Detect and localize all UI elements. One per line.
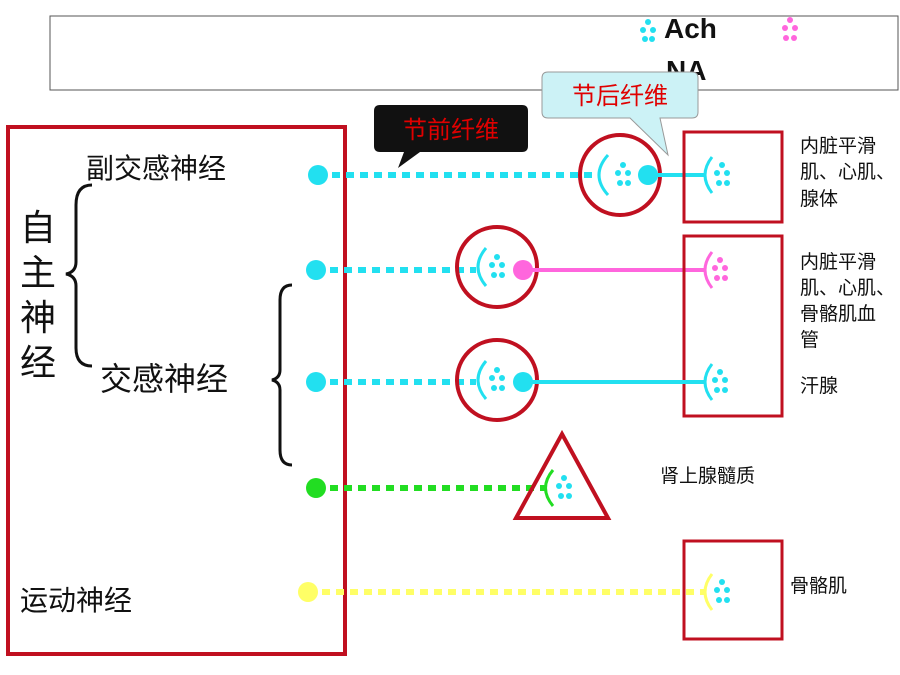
ach-label: Ach xyxy=(664,13,717,44)
sympathetic-label: 交感神经 xyxy=(100,360,228,398)
symp-target-line-3: 骨骼肌血 xyxy=(800,303,876,325)
skeletal-muscle-box xyxy=(682,539,784,641)
symp-target-line-2: 肌、心肌、 xyxy=(800,277,895,299)
skeletal-muscle-label: 骨骼肌 xyxy=(790,575,847,597)
ach-receptor-icon xyxy=(640,19,656,42)
symp-target-box xyxy=(682,234,784,418)
para-target-line-1: 内脏平滑 xyxy=(800,135,876,157)
para-target-receptor-icon xyxy=(714,162,730,186)
symp-target-line-1: 内脏平滑 xyxy=(800,251,876,273)
autonomic-brace xyxy=(65,183,93,368)
symp-ach-target-synapse xyxy=(703,363,714,401)
adrenal-medulla-label: 肾上腺髓质 xyxy=(660,465,755,487)
symp-na-preganglionic-neuron xyxy=(306,260,326,280)
parasympathetic-label: 副交感神经 xyxy=(86,152,226,185)
symp-ach-ganglion-receptor-icon xyxy=(489,367,505,391)
motor-neuron xyxy=(298,582,318,602)
autonomic-label-4: 经 xyxy=(20,343,56,384)
symp-na-ganglion xyxy=(455,225,539,309)
autonomic-label-1: 自 xyxy=(20,208,56,249)
postganglionic-label: 节后纤维 xyxy=(572,82,668,110)
symp-na-target-receptor-icon xyxy=(712,257,728,281)
preganglionic-callout: 节前纤维 xyxy=(374,105,528,168)
sweat-gland-label: 汗腺 xyxy=(800,375,838,397)
na-receptor-icon xyxy=(782,17,798,41)
adrenal-preganglionic-neuron xyxy=(306,478,326,498)
para-ganglion-receptor-icon xyxy=(615,162,631,186)
para-target-line-2: 肌、心肌、 xyxy=(800,161,895,183)
adrenal-receptor-icon xyxy=(556,475,572,499)
autonomic-label-2: 主 xyxy=(20,253,56,294)
cns-frame xyxy=(6,125,347,656)
symp-ach-ganglion-synapse xyxy=(476,360,488,400)
symp-na-ganglion-receptor-icon xyxy=(489,254,505,278)
para-target-synapse xyxy=(703,156,714,194)
motor-receptor-icon xyxy=(714,579,730,603)
para-target-line-3: 腺体 xyxy=(800,188,838,210)
symp-target-line-4: 管 xyxy=(800,329,819,351)
para-target-box xyxy=(682,130,784,224)
motor-synapse xyxy=(703,573,714,611)
adrenal-synapse xyxy=(544,469,555,507)
symp-ach-preganglionic-neuron xyxy=(306,372,326,392)
legend-box xyxy=(49,15,899,91)
adrenal-medulla-triangle xyxy=(512,429,612,520)
sympathetic-brace xyxy=(271,283,293,467)
symp-na-target-synapse xyxy=(703,251,714,289)
postganglionic-callout: 节后纤维 xyxy=(541,71,699,157)
para-preganglionic-neuron xyxy=(308,165,328,185)
symp-na-ganglion-synapse xyxy=(476,247,488,287)
symp-ach-target-receptor-icon xyxy=(712,369,728,393)
preganglionic-label: 节前纤维 xyxy=(403,116,499,144)
motor-label: 运动神经 xyxy=(20,584,132,617)
para-ganglion-synapse xyxy=(597,153,610,197)
autonomic-label-3: 神 xyxy=(20,298,56,339)
